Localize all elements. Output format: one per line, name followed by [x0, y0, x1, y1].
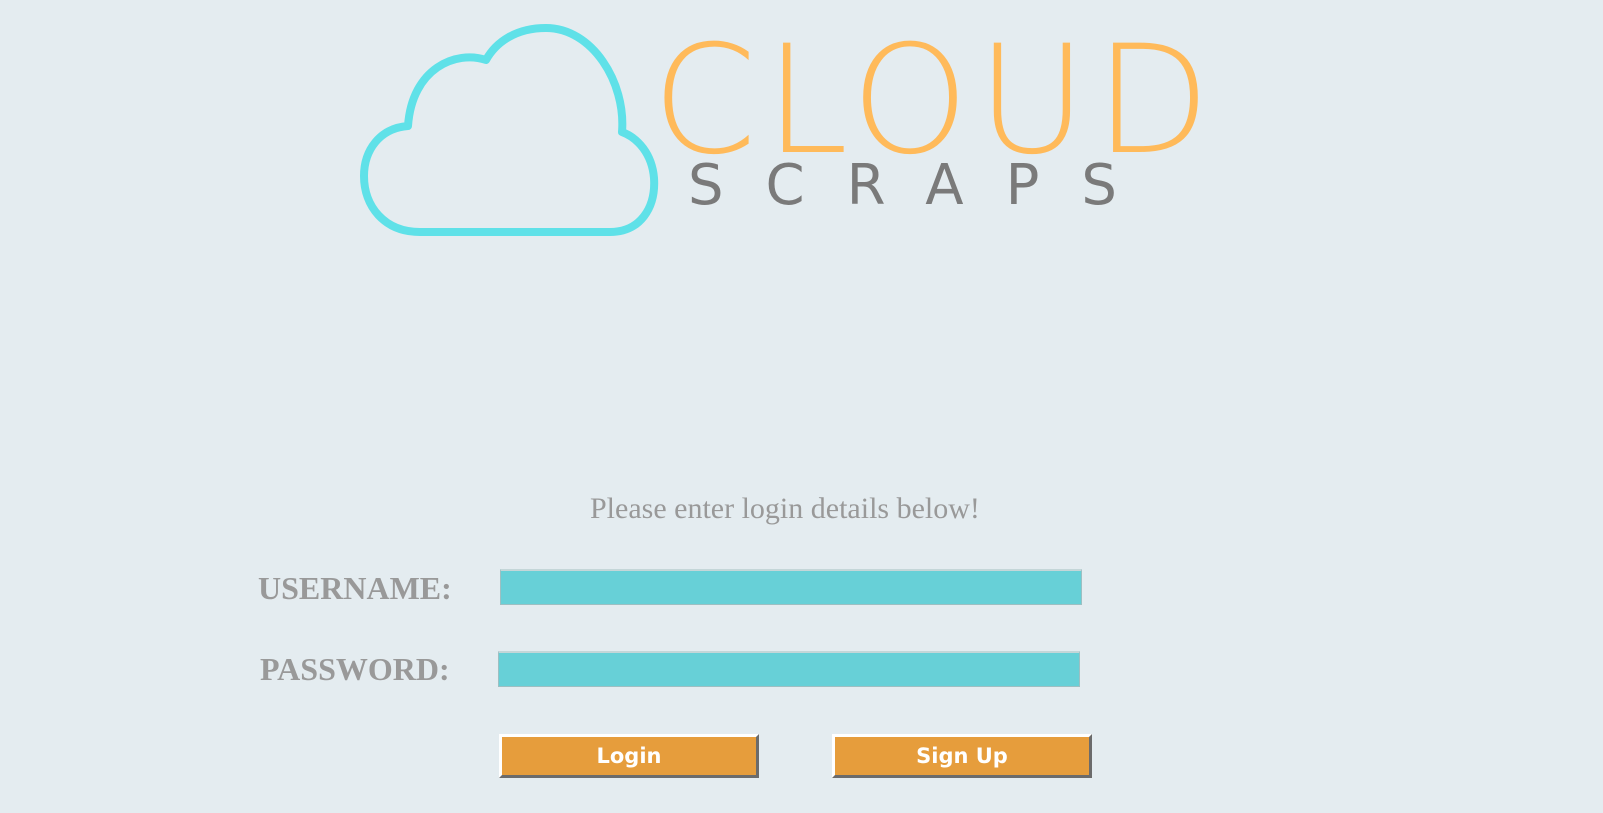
login-prompt: Please enter login details below!: [590, 492, 980, 525]
signup-button[interactable]: Sign Up: [832, 734, 1092, 778]
username-label: USERNAME:: [258, 570, 452, 606]
logo-word: CLOUD: [652, 14, 1219, 188]
login-button[interactable]: Login: [499, 734, 759, 778]
password-input[interactable]: [498, 651, 1080, 687]
cloud-scraps-logo: CLOUD SCRAPS: [360, 18, 1220, 248]
cloud-icon: [360, 24, 659, 236]
logo-subtitle: SCRAPS: [688, 153, 1159, 218]
password-label: PASSWORD:: [260, 651, 450, 687]
username-input[interactable]: [500, 569, 1082, 605]
